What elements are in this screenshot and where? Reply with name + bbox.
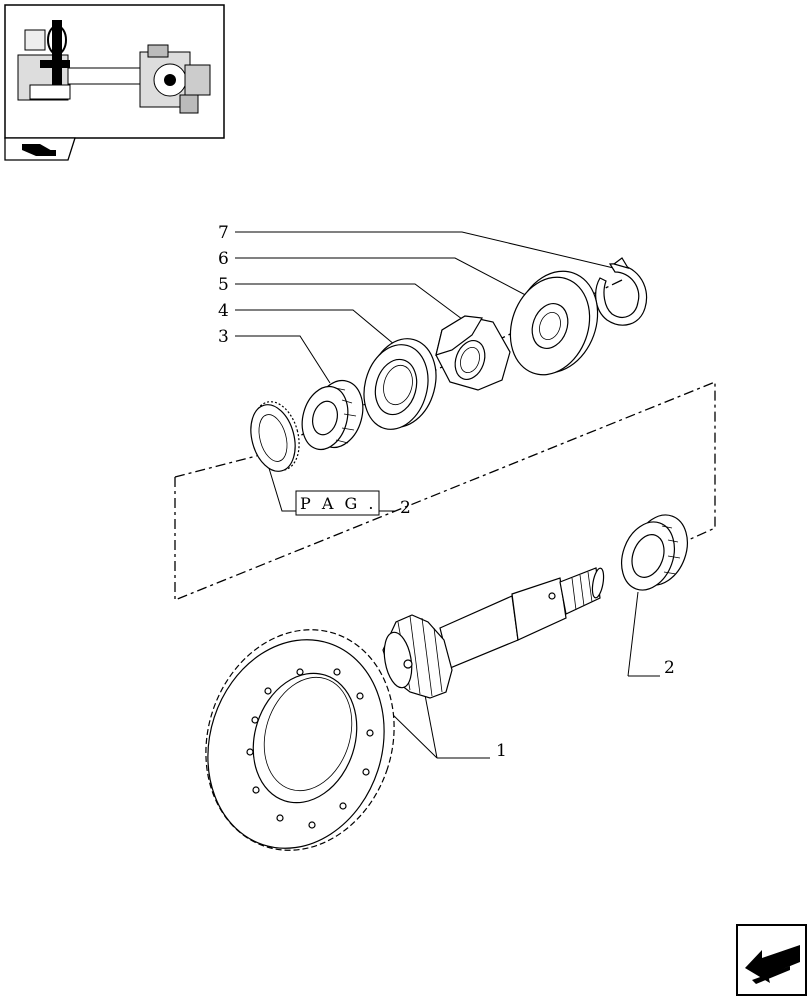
part-6-seal-ring[interactable] — [497, 259, 611, 386]
book-arrow-icon[interactable] — [4, 137, 76, 161]
callout-5: 5 — [218, 275, 229, 295]
callout-6: 6 — [218, 249, 229, 269]
callout-4: 4 — [218, 301, 229, 321]
part-1-pinion-shaft[interactable] — [380, 567, 605, 699]
callout-2-pag: 2 — [400, 498, 411, 518]
shim-ring[interactable] — [244, 396, 306, 476]
part-4-bearing-cup[interactable] — [355, 331, 446, 437]
page-reference-box[interactable]: P A G . — [295, 490, 380, 516]
callout-2: 2 — [664, 658, 675, 678]
leader-lines — [235, 231, 660, 759]
part-1-ring-gear[interactable] — [178, 605, 422, 875]
page-reference-label: P A G . — [300, 494, 376, 513]
axle-assembly-thumbnail[interactable] — [4, 4, 225, 139]
callout-3: 3 — [218, 327, 229, 347]
part-3-bearing-cone[interactable] — [295, 375, 370, 455]
part-7-circlip[interactable] — [595, 257, 648, 326]
back-arrow-icon[interactable] — [736, 924, 807, 996]
callout-7: 7 — [218, 223, 229, 243]
part-2-bearing[interactable] — [613, 507, 697, 597]
callout-1: 1 — [496, 741, 507, 761]
part-5-nut[interactable] — [435, 315, 511, 391]
